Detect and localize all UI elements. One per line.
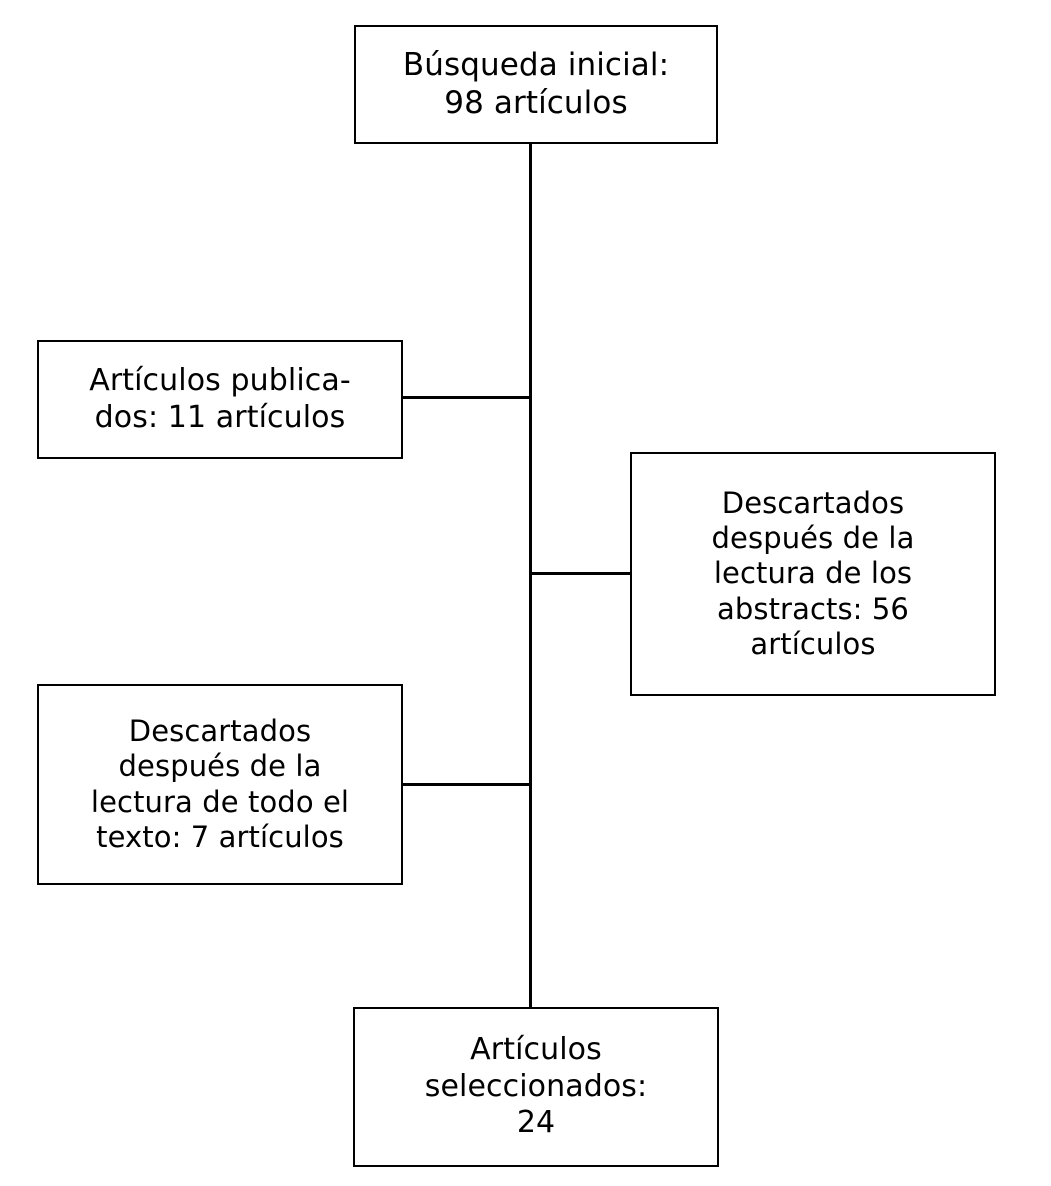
node-selected-articles-label: Artículos seleccionados: 24 xyxy=(424,1032,648,1141)
connector-branch-discarded-fulltext xyxy=(402,783,531,786)
connector-branch-discarded-abstracts xyxy=(529,572,632,575)
node-published-articles-label: Artículos publica- dos: 11 artículos xyxy=(89,362,351,435)
node-discarded-abstracts: Descartados después de la lectura de los… xyxy=(630,452,996,696)
connector-trunk-vertical xyxy=(529,143,532,1009)
node-initial-search: Búsqueda inicial: 98 artículos xyxy=(354,25,718,144)
node-discarded-abstracts-label: Descartados después de la lectura de los… xyxy=(711,485,915,662)
node-published-articles: Artículos publica- dos: 11 artículos xyxy=(37,340,403,459)
connector-branch-published-articles xyxy=(402,396,531,399)
node-initial-search-label: Búsqueda inicial: 98 artículos xyxy=(402,46,670,121)
node-discarded-fulltext-label: Descartados después de la lectura de tod… xyxy=(90,713,350,854)
node-discarded-fulltext: Descartados después de la lectura de tod… xyxy=(37,684,403,885)
node-selected-articles: Artículos seleccionados: 24 xyxy=(353,1007,719,1167)
